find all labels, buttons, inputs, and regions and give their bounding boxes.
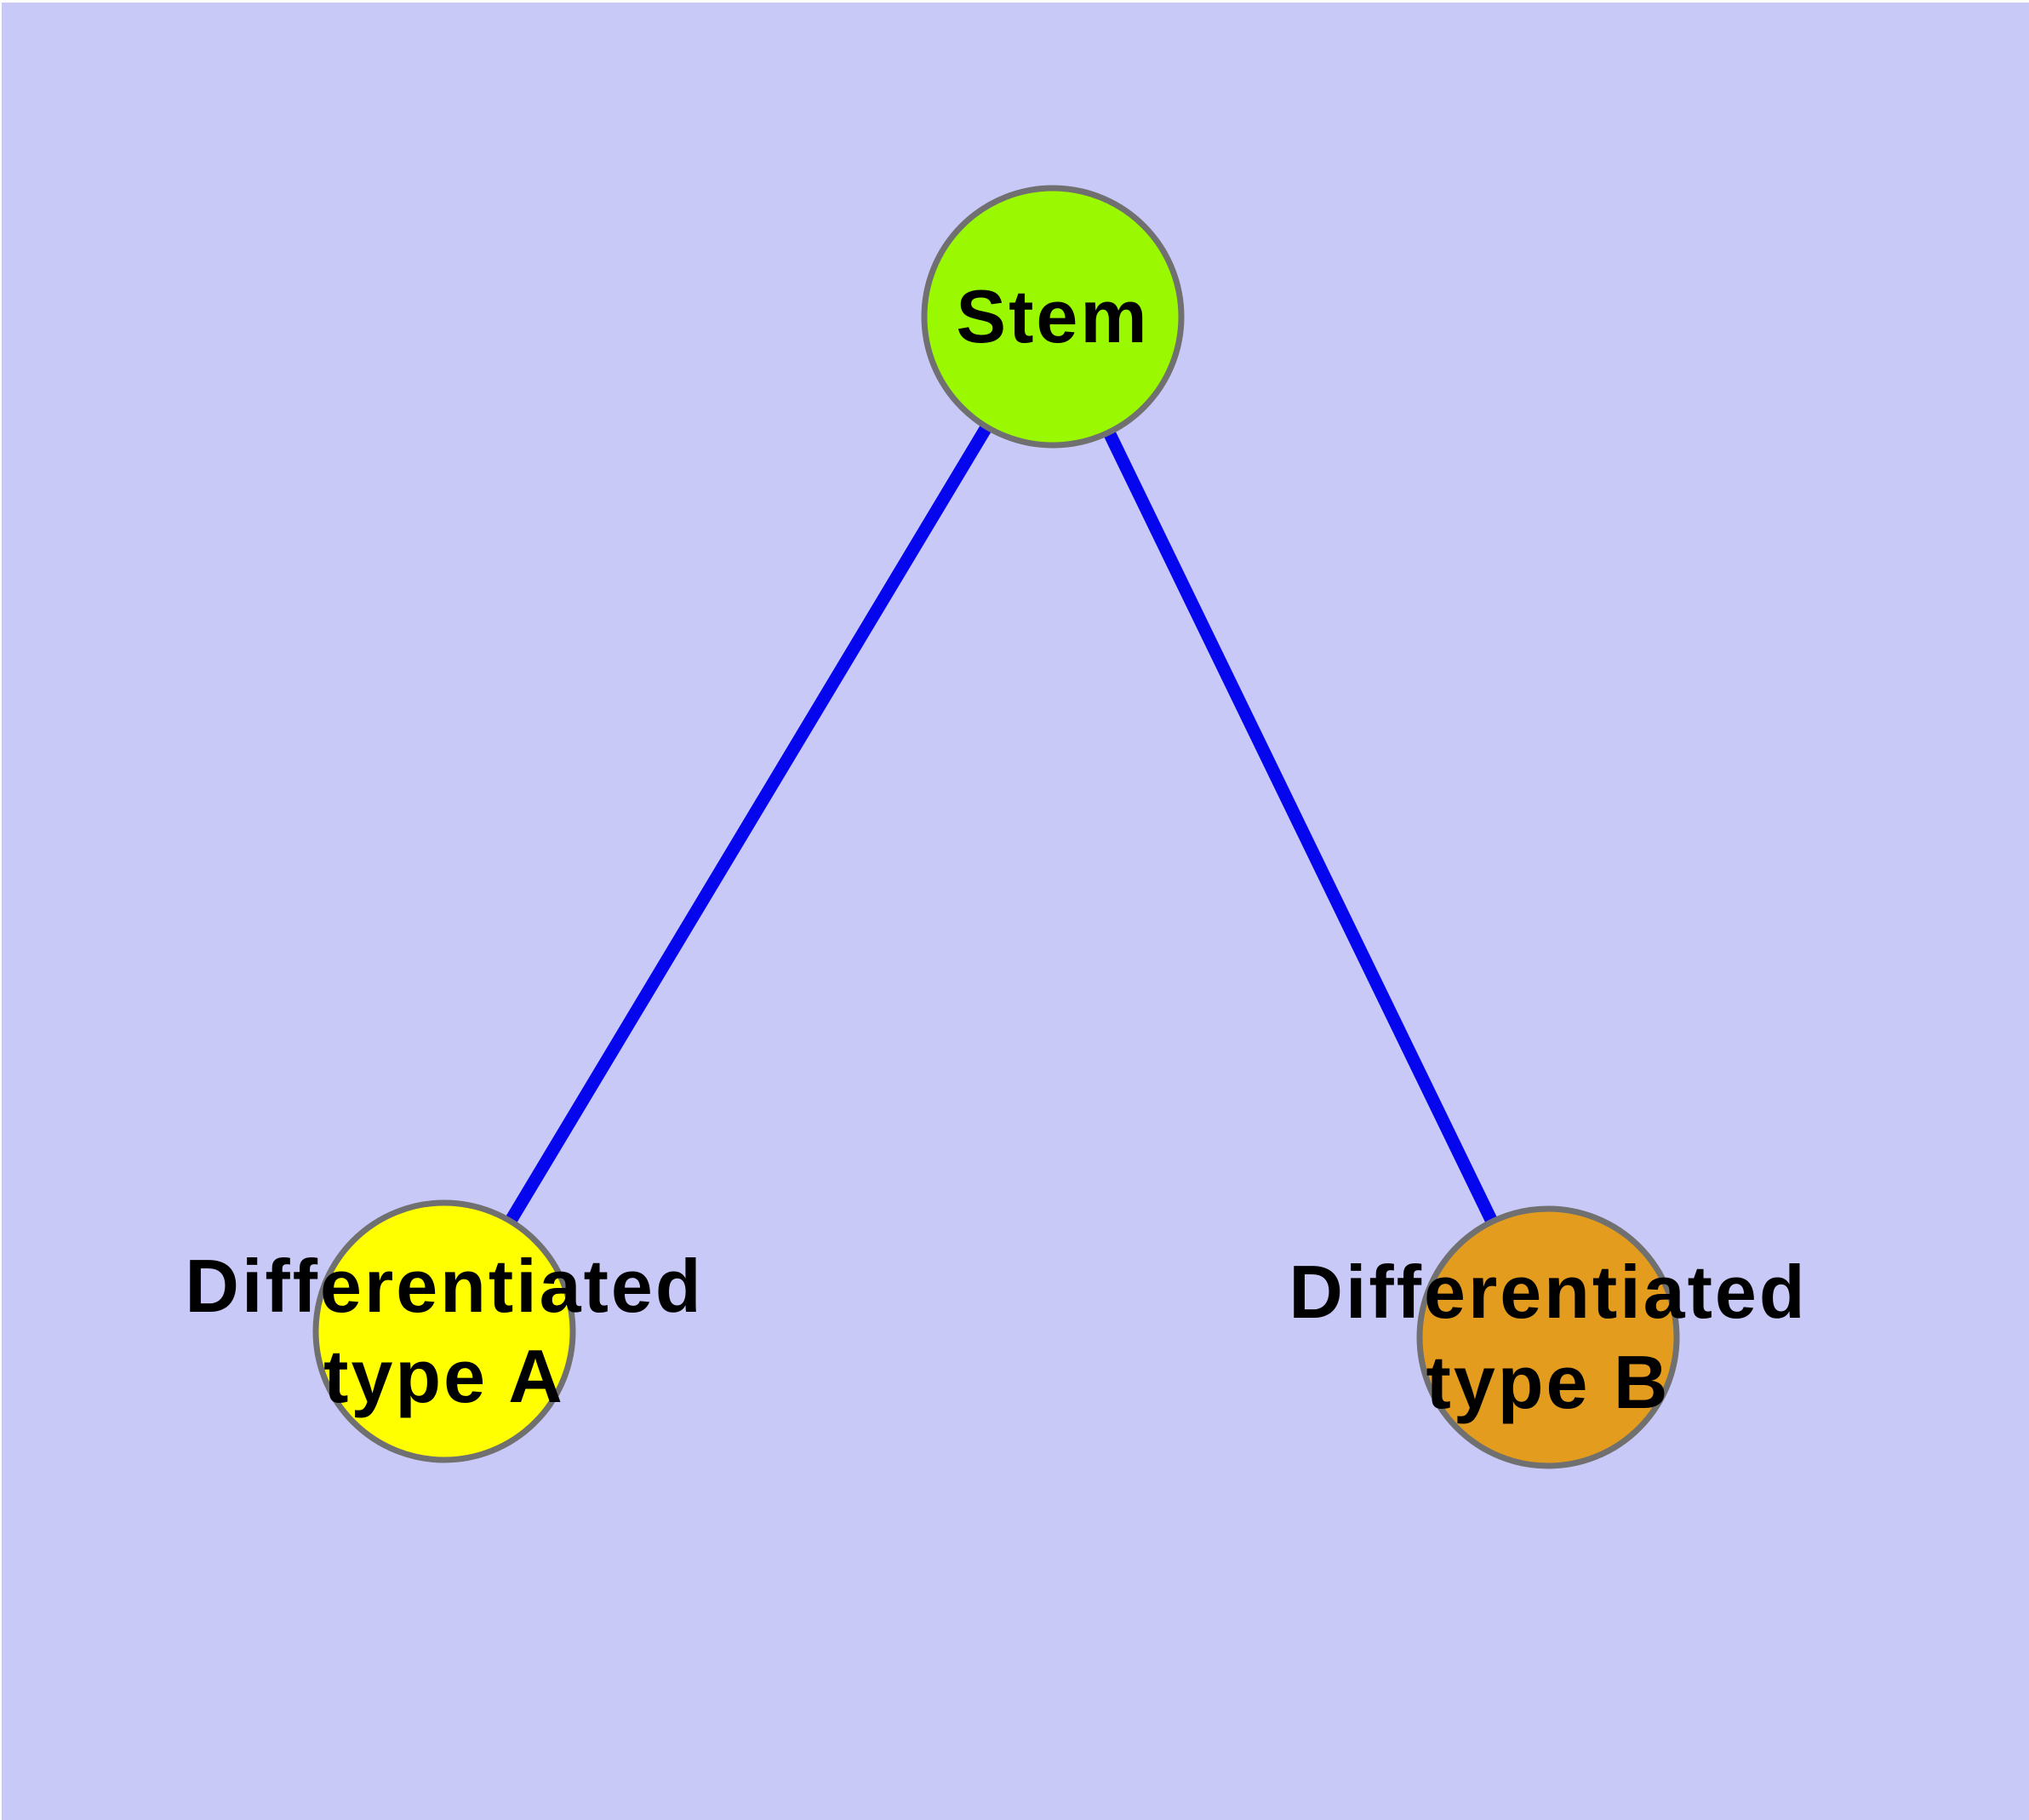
node-differentiated-type-b-label: Differentiated type B (1289, 1247, 1807, 1428)
node-differentiated-type-a-circle (312, 1199, 576, 1463)
label-line: Differentiated (185, 1244, 704, 1328)
edge-stem-to-type-b (1047, 313, 1554, 1341)
node-differentiated-type-b-circle (1416, 1205, 1680, 1469)
label-line: Differentiated (1289, 1250, 1808, 1334)
edge-stem-to-type-a (438, 313, 1059, 1335)
label-line: type A (323, 1334, 565, 1418)
node-stem-label: Stem (956, 272, 1149, 362)
label-line: Stem (956, 274, 1150, 358)
label-line: type B (1426, 1340, 1671, 1424)
node-differentiated-type-a-label: Differentiated type A (185, 1241, 703, 1422)
node-stem-circle (921, 185, 1185, 449)
